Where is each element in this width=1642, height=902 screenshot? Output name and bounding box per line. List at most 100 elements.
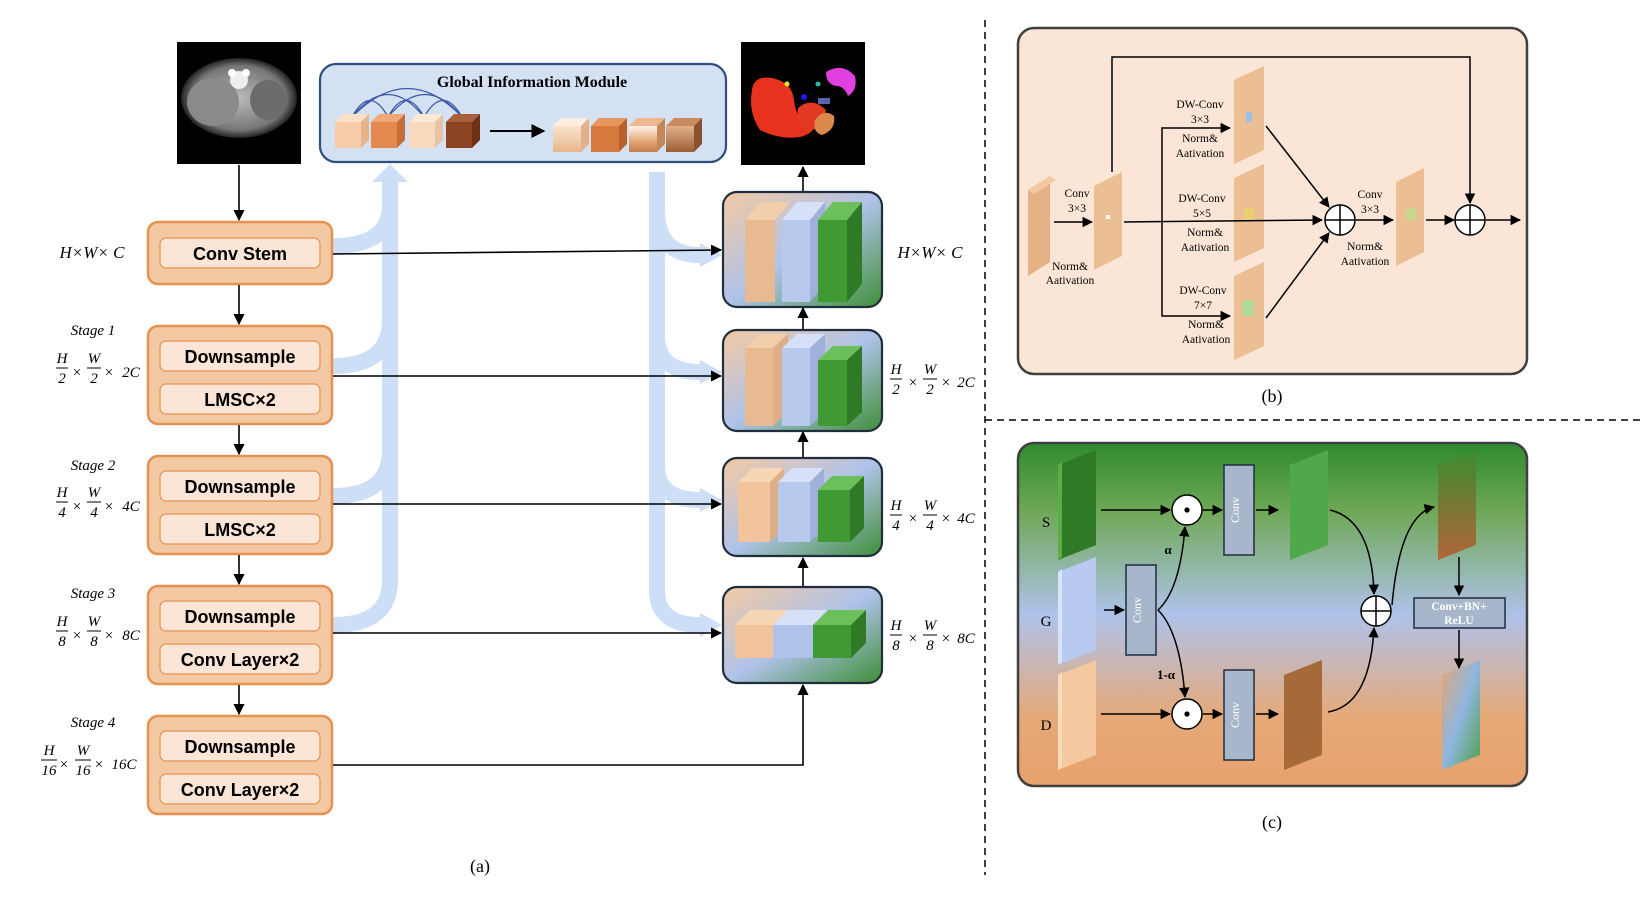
gim-input-cubes: [335, 114, 480, 148]
gim-title: Global Information Module: [437, 74, 627, 91]
c-conv-g: Conv: [1125, 564, 1157, 656]
b-out-slab: [1396, 168, 1424, 266]
skip-arrows: [332, 165, 809, 766]
ct-scan-image: [177, 42, 301, 164]
svg-text:×: ×: [73, 499, 81, 515]
panel-dividers: [984, 20, 1640, 875]
c-label-g: G: [1041, 614, 1052, 630]
stage2-block: Downsample LMSC×2: [146, 454, 334, 556]
caption-c: (c): [1262, 812, 1282, 833]
dim-stage4: H 16 × W 16 × 16C: [41, 743, 137, 779]
svg-text:Norm&: Norm&: [1052, 261, 1088, 273]
svg-text:8: 8: [58, 634, 66, 650]
c-mul-bottom: [1171, 698, 1203, 730]
svg-text:×: ×: [909, 375, 917, 391]
c-one-minus-alpha: 1-α: [1157, 667, 1176, 682]
svg-text:×: ×: [105, 499, 113, 515]
svg-text:×: ×: [95, 757, 103, 773]
c-conv-bottom: Conv: [1223, 669, 1255, 761]
left-dims: H 2 × W 2 × 2C H 4 × W 4 × 4C: [41, 351, 141, 779]
rdim-3: H 8 × W 8 × 8C: [890, 618, 976, 654]
svg-text:Conv: Conv: [1065, 188, 1090, 200]
svg-text:2C: 2C: [122, 365, 141, 381]
c-label-d: D: [1041, 718, 1052, 734]
b-dw3-slab: [1234, 66, 1264, 164]
stage3-block: Downsample Conv Layer×2: [146, 584, 334, 686]
svg-text:DW-Conv: DW-Conv: [1178, 193, 1226, 205]
svg-text:7×7: 7×7: [1194, 300, 1212, 312]
svg-text:Aativation: Aativation: [1046, 275, 1095, 287]
svg-text:×: ×: [942, 511, 950, 527]
svg-text:W: W: [924, 618, 938, 634]
svg-text:3×3: 3×3: [1068, 203, 1086, 215]
svg-text:Norm&: Norm&: [1182, 133, 1218, 145]
svg-text:4: 4: [926, 518, 934, 534]
conv-stem-block: Conv Stem: [146, 220, 334, 286]
svg-text:DW-Conv: DW-Conv: [1179, 285, 1227, 297]
b-input-slab: [1028, 176, 1056, 276]
encoder: Conv Stem Downsample LMSC×2 Downsample L…: [146, 220, 334, 816]
svg-text:Aativation: Aativation: [1181, 242, 1230, 254]
c-output-slab: [1442, 660, 1480, 770]
panel-c-frame: [1016, 441, 1529, 788]
svg-text:×: ×: [909, 631, 917, 647]
cube-6: [591, 118, 627, 152]
stage3-downsample: Downsample: [184, 607, 295, 627]
c-conv-top: Conv: [1223, 464, 1255, 556]
svg-text:×: ×: [105, 628, 113, 644]
stage4-downsample: Downsample: [184, 737, 295, 757]
b-sum-node-1: [1324, 204, 1356, 236]
rdim-1: H 2 × W 2 × 2C: [890, 362, 976, 398]
panel-b-frame: [1016, 26, 1529, 376]
cube-7: [629, 118, 665, 152]
svg-text:2: 2: [90, 371, 98, 387]
caption-b: (b): [1262, 386, 1283, 407]
stage1-downsample: Downsample: [184, 347, 295, 367]
stage1-block: Downsample LMSC×2: [146, 324, 334, 426]
svg-text:8C: 8C: [122, 628, 141, 644]
stage1-label: Stage 1: [71, 323, 116, 339]
dim-stage1: H 2 × W 2 × 2C: [56, 351, 141, 387]
b-labels: Conv 3×3 Norm& Aativation DW-Conv 3×3 No…: [1046, 99, 1390, 346]
svg-text:H: H: [890, 618, 903, 634]
global-information-module: Global Information Module: [318, 62, 728, 164]
c-label-s: S: [1042, 515, 1050, 531]
b-sum-node-2: [1454, 204, 1486, 236]
cube-3: [409, 114, 443, 148]
decoder-block-2: [721, 328, 884, 433]
svg-text:×: ×: [73, 628, 81, 644]
segmentation-mask: [741, 42, 865, 165]
svg-text:Conv: Conv: [1358, 189, 1383, 201]
c-g-slab: [1058, 557, 1096, 665]
c-sum-node: [1360, 595, 1392, 627]
svg-text:2: 2: [58, 371, 66, 387]
svg-text:×: ×: [909, 511, 917, 527]
c-mul-top: [1171, 494, 1203, 526]
stage2-lmsc: LMSC×2: [204, 520, 276, 540]
stage4-label: Stage 4: [71, 715, 116, 731]
svg-text:3×3: 3×3: [1361, 204, 1379, 216]
c-s-slab: [1058, 450, 1096, 560]
cube-5: [553, 118, 589, 152]
decoder: [721, 190, 884, 685]
stage2-downsample: Downsample: [184, 477, 295, 497]
global-flow-arrows: [332, 172, 701, 633]
c-mixed-slab: [1438, 450, 1476, 560]
svg-text:16C: 16C: [111, 757, 137, 773]
c-arrows: [1101, 504, 1465, 720]
svg-text:W: W: [88, 485, 102, 501]
svg-text:8C: 8C: [957, 631, 976, 647]
svg-text:4C: 4C: [122, 499, 141, 515]
svg-text:8: 8: [90, 634, 98, 650]
cube-4: [446, 114, 480, 148]
svg-text:Conv: Conv: [1130, 597, 1144, 623]
stage4-conv-layer: Conv Layer×2: [181, 780, 300, 800]
svg-text:W: W: [924, 498, 938, 514]
svg-text:4: 4: [58, 505, 66, 521]
svg-text:Aativation: Aativation: [1182, 334, 1231, 346]
svg-text:H: H: [890, 362, 903, 378]
svg-text:×: ×: [942, 631, 950, 647]
svg-text:W: W: [88, 614, 102, 630]
